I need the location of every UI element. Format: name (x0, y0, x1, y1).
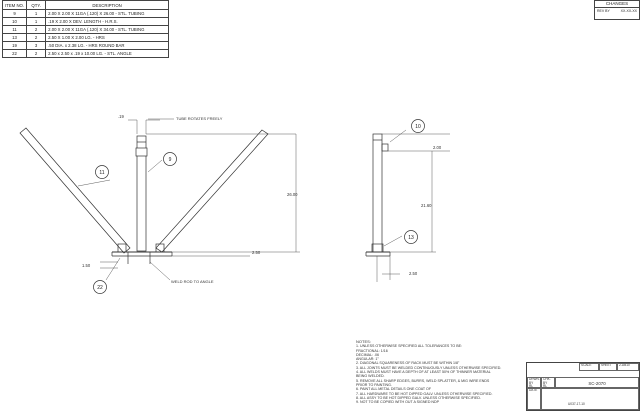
note-line: 5. REMOVE ALL SHARP EDGES, BURRS, WELD S… (356, 378, 490, 383)
tb-date-label: DATE (529, 388, 538, 392)
note-line: 4. ALL WELDS MUST HAVE A DEPTH OF AT LEA… (356, 370, 491, 375)
callout-weld-rod: WELD ROD TO ANGLE (171, 279, 214, 284)
center-tab (135, 147, 148, 157)
tb-part-no: SC-2070 (555, 377, 639, 388)
changes-date: XX-XX-XX (620, 9, 637, 13)
note-line: 7. ALL HARDWARE TO BE HOT DIPPED GALV. U… (356, 391, 493, 396)
tb-scale: SCALE (579, 363, 599, 371)
balloon-11: 11 (99, 170, 104, 176)
tb-drawn-value: RL (529, 384, 534, 388)
note-line: FRACTIONAL: 1/16 (356, 348, 388, 353)
changes-row: REV BY XX-XX-XX (595, 8, 639, 14)
drawing-notes: NOTES: 1. UNLESS OTHERWISE SPECIFIED ALL… (356, 339, 524, 405)
note-line: ANGULAR: 1° (356, 357, 379, 362)
diagonal-tube-right (155, 129, 269, 253)
balloon-9: 9 (169, 157, 172, 163)
bill-of-materials: ITEM NO. QTY. DESCRIPTION 9 1 2.00 X 2.0… (1, 0, 170, 58)
note-line: 8. ALL ASSY TO BE HOT DIPPED GALV. UNLES… (356, 395, 481, 400)
note-line: 1. UNLESS OTHERWISE SPECIFIED ALL TOLERA… (356, 344, 462, 349)
tb-file: U037-17-10 (541, 388, 639, 410)
balloon-10: 10 (415, 124, 421, 130)
dim-250-front: 2.50 (252, 250, 261, 255)
note-line: BEING WELDED. (356, 374, 385, 379)
dim-019: .19 (118, 114, 124, 119)
table-row: 22 2 2.50 x 2.50 x .19 x 10.00 LG. - STL… (1, 49, 170, 58)
dim-150: 1.50 (82, 263, 91, 268)
tb-date: DATE (527, 388, 541, 410)
tb-scale-label: SCALE (581, 363, 592, 367)
bom-item-no: 22 (1, 49, 28, 58)
dim-250-side: 2.50 (409, 271, 418, 276)
bom-description: 2.50 x 2.50 x .19 x 10.00 LG. - STL. ANG… (45, 49, 170, 58)
tb-check-label: CHK. BY (543, 377, 551, 385)
dim-2600: 26.00 (287, 192, 298, 197)
balloon-22: 22 (97, 285, 103, 291)
changes-rev: REV BY (597, 9, 610, 13)
tb-file-name: U037-17-10 (568, 402, 585, 406)
note-line: DECIMAL: .06 (356, 352, 379, 357)
notes-heading: NOTES: (356, 339, 371, 344)
note-line: PRIOR TO PAINTING. (356, 382, 392, 387)
tb-drawn-label: DRWN. BY (529, 377, 540, 385)
tb-sheet: SHEET (599, 363, 617, 371)
side-tube (372, 133, 383, 253)
callout-tube-rotates: TUBE ROTATES FREELY (176, 116, 223, 121)
tb-size: 2-DB10 (617, 363, 639, 371)
tb-check-value: RL (543, 384, 548, 388)
side-tab (381, 143, 389, 152)
tb-code: 2-DB10 (619, 363, 630, 367)
dim-2160: 21.60 (421, 203, 432, 208)
center-tube (136, 135, 147, 252)
tb-sheet-label: SHEET (601, 363, 612, 367)
note-line: 3. ALL JOINTS MUST BE WELDED CONTINUOUSL… (356, 365, 502, 370)
dim-200: 2.00 (433, 145, 442, 150)
note-line: 6. PAINT ALL METAL DETAILS ONE COAT OF (356, 387, 432, 392)
note-line: 2. DIAGONAL SQUARENESS OF RACK MUST BE W… (356, 361, 460, 366)
diagonal-tube-left (19, 127, 131, 254)
note-line: 9. NOT TO BE COPIED WITH OUT A SIGNED ND… (356, 400, 440, 405)
balloon-13: 13 (408, 235, 414, 241)
changes-title: CHANGES (595, 1, 639, 8)
